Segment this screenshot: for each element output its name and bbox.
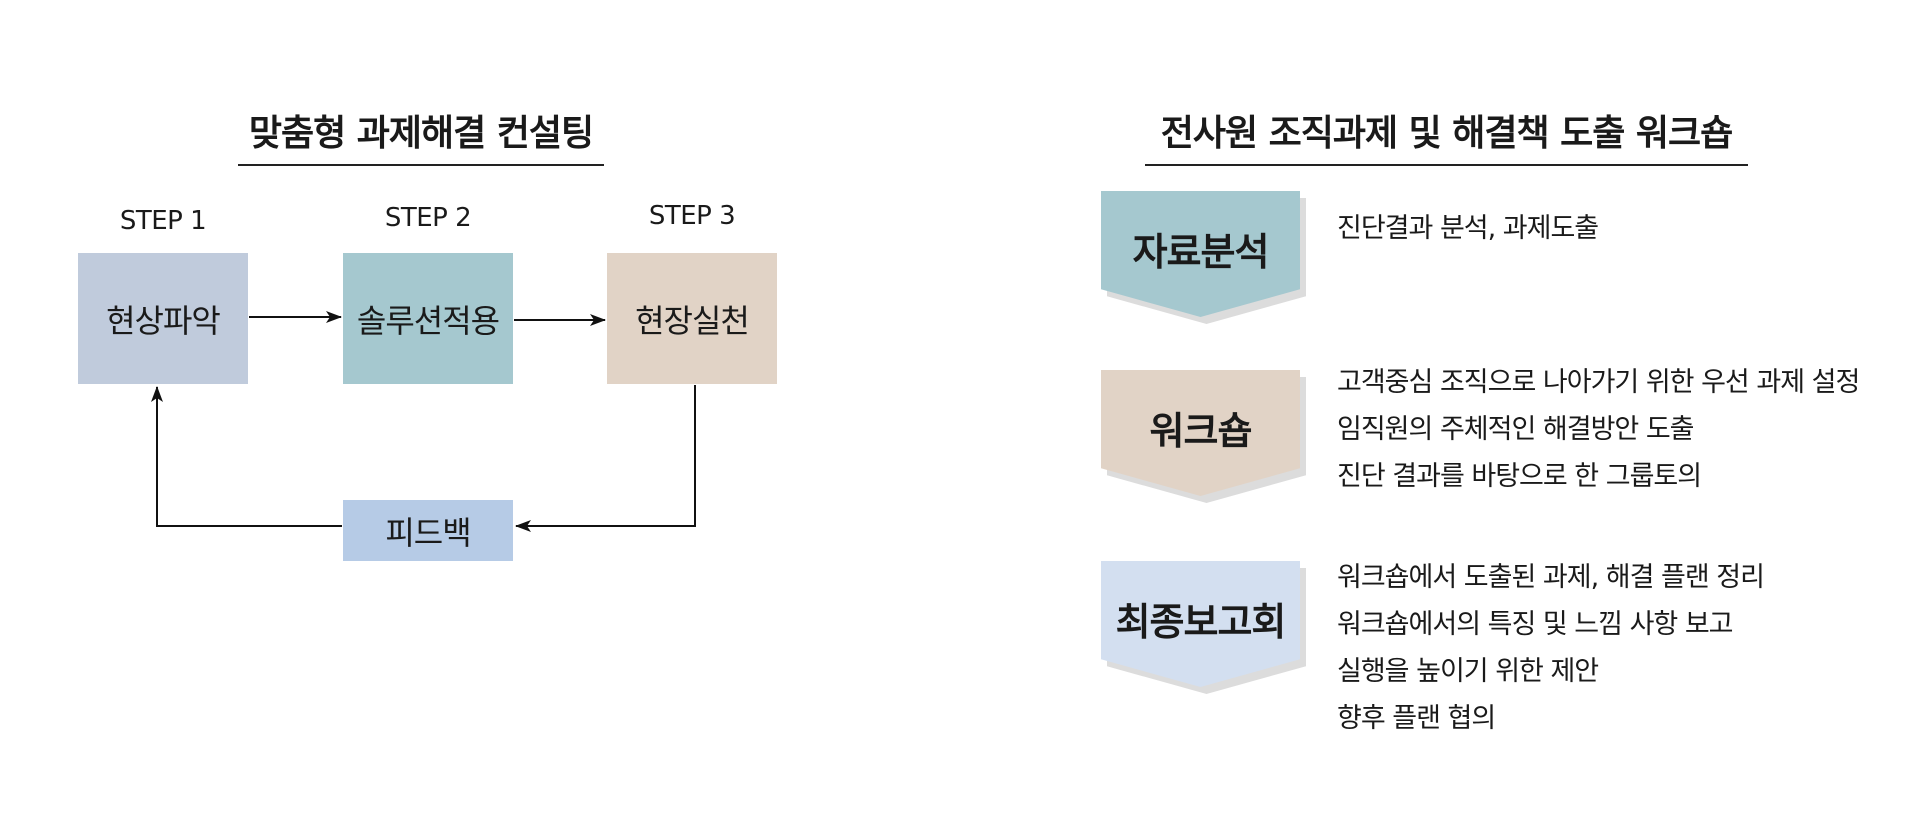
description-line: 진단결과 분석, 과제도출 [1337,213,1599,244]
step-3-label: STEP 3 [648,201,736,231]
right-title: 전사원 조직과제 및 해결책 도출 워크숍 [1145,104,1748,166]
arrow-step3-to-feedback [515,385,696,532]
arrow-feedback-to-step1 [151,386,342,527]
description-line: 워크숍에서 도출된 과제, 해결 플랜 정리 [1337,562,1765,593]
step-2-label: STEP 2 [384,203,472,233]
step-2-box: 솔루션적용 [343,253,513,384]
feedback-box: 피드백 [343,500,513,561]
description-line: 고객중심 조직으로 나아가기 위한 우선 과제 설정 [1337,367,1860,398]
chevron-shape [1101,561,1300,687]
description-line: 워크숍에서의 특징 및 느낌 사항 보고 [1337,609,1734,640]
chevron-shape [1101,191,1300,317]
stage-data-analysis: 자료분석 [1101,191,1306,325]
left-title: 맞춤형 과제해결 컨설팅 [238,104,604,166]
step-1-label: STEP 1 [119,206,207,236]
stage-label: 워크숍 [1149,408,1253,453]
stage-final-report: 최종보고회 [1101,561,1306,695]
description-line: 진단 결과를 바탕으로 한 그룹토의 [1337,461,1702,492]
description-line: 임직원의 주체적인 해결방안 도출 [1337,414,1695,445]
stage-workshop: 워크숍 [1101,370,1306,504]
description-line: 실행을 높이기 위한 제안 [1337,656,1599,687]
step-1-box: 현상파악 [78,253,248,384]
stage-label: 자료분석 [1132,229,1270,274]
stage-1-description: 진단결과 분석, 과제도출 [1337,205,1599,252]
stage-3-description: 워크숍에서 도출된 과제, 해결 플랜 정리 워크숍에서의 특징 및 느낌 사항… [1337,554,1765,742]
step-3-box: 현장실천 [607,253,777,384]
stage-2-description: 고객중심 조직으로 나아가기 위한 우선 과제 설정 임직원의 주체적인 해결방… [1337,359,1860,500]
stage-label: 최종보고회 [1115,599,1287,644]
chevron-shape [1101,370,1300,496]
description-line: 향후 플랜 협의 [1337,703,1496,734]
